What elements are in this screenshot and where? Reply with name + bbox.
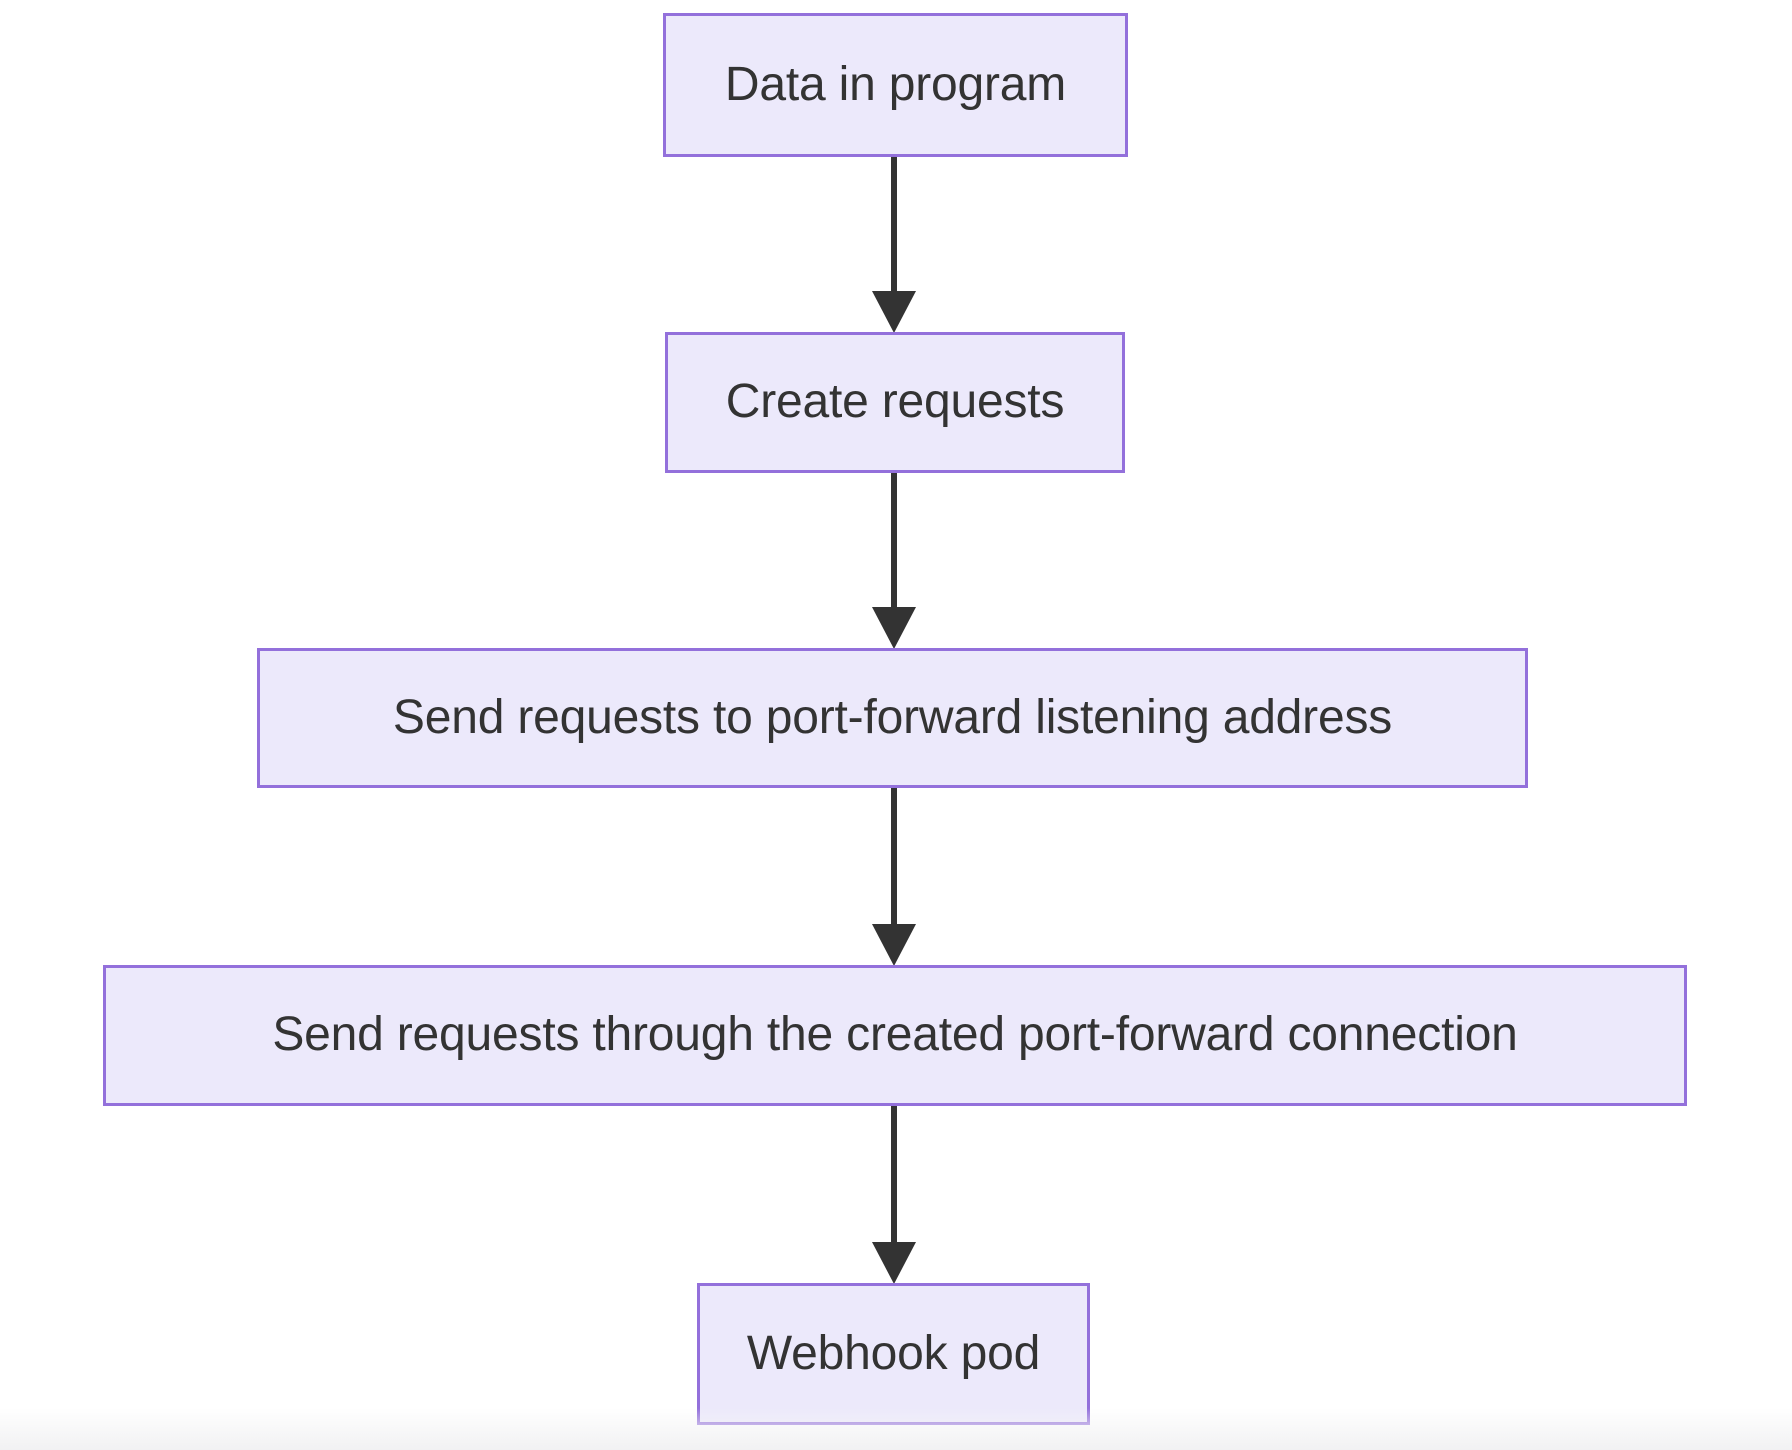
page-bottom-edge [0,1408,1792,1450]
flowchart-node-create-requests[interactable]: Create requests [665,332,1125,473]
node-label: Send requests through the created port-f… [272,1008,1518,1062]
node-label: Data in program [724,57,1067,111]
edge-data-in-program-to-create-requests [872,157,916,333]
flowchart-node-send-requests-through-created-port-forward-connection[interactable]: Send requests through the created port-f… [103,965,1687,1106]
node-label: Send requests to port-forward listening … [392,690,1393,744]
edge-send-requests-through-connection-to-webhook-pod [872,1106,916,1284]
flowchart-node-webhook-pod[interactable]: Webhook pod [697,1283,1090,1425]
flowchart-node-send-requests-to-port-forward-listening-address[interactable]: Send requests to port-forward listening … [257,648,1528,788]
node-label: Create requests [725,375,1065,429]
edge-create-requests-to-send-requests-to-port-forward-listening-address [872,473,916,649]
node-label: Webhook pod [746,1326,1041,1380]
edge-send-requests-to-listening-address-to-send-requests-through-connection [872,788,916,966]
flowchart-node-data-in-program[interactable]: Data in program [663,13,1128,157]
